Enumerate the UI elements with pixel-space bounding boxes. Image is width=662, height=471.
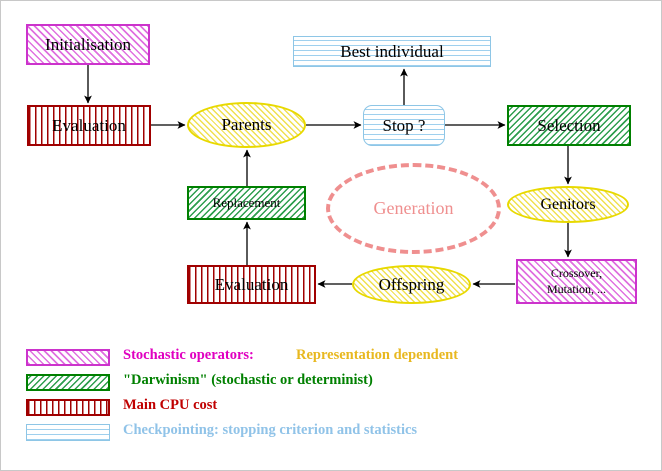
node-selection-label: Selection — [537, 115, 601, 135]
node-generation-group: Generation — [326, 163, 501, 254]
legend-swatch-cpu — [26, 399, 110, 416]
node-genitors[interactable]: Genitors — [507, 186, 629, 223]
node-evaluation-top[interactable]: Evaluation — [27, 105, 151, 146]
legend-label-stochastic: Stochastic operators: — [123, 347, 254, 363]
node-initialisation[interactable]: Initialisation — [26, 24, 150, 65]
legend-label-checkpoint: Checkpointing: stopping criterion and st… — [123, 422, 418, 438]
node-best-individual[interactable]: Best individual — [293, 36, 491, 67]
legend-swatch-checkpoint — [26, 424, 110, 441]
node-parents-label: Parents — [221, 115, 272, 134]
node-genitors-label: Genitors — [540, 195, 596, 213]
node-selection[interactable]: Selection — [507, 105, 631, 146]
node-replacement-label: Replacement — [212, 195, 281, 210]
node-evaluation-bottom-label: Evaluation — [214, 274, 289, 294]
legend-swatch-darwinism — [26, 374, 110, 391]
node-evaluation-top-label: Evaluation — [52, 115, 126, 135]
node-best-individual-label: Best individual — [340, 41, 444, 61]
node-parents[interactable]: Parents — [187, 102, 306, 148]
node-initialisation-label: Initialisation — [45, 34, 131, 54]
node-crossover-mutation[interactable]: Crossover, Mutation, ... — [516, 259, 637, 304]
node-replacement[interactable]: Replacement — [187, 186, 306, 220]
legend-swatch-stochastic — [26, 349, 110, 366]
node-stop-label: Stop ? — [382, 115, 426, 135]
node-offspring-label: Offspring — [378, 274, 445, 294]
legend-label-darwinism: "Darwinism" (stochastic or determinist) — [123, 372, 373, 388]
node-stop[interactable]: Stop ? — [363, 105, 445, 146]
legend-label-cpu: Main CPU cost — [123, 397, 218, 413]
legend-label-representation: Representation dependent — [296, 347, 459, 363]
node-crossover-mutation-label: Crossover, Mutation, ... — [547, 266, 606, 296]
node-evaluation-bottom[interactable]: Evaluation — [187, 265, 316, 304]
node-offspring[interactable]: Offspring — [352, 265, 471, 304]
node-generation-label: Generation — [373, 198, 454, 218]
